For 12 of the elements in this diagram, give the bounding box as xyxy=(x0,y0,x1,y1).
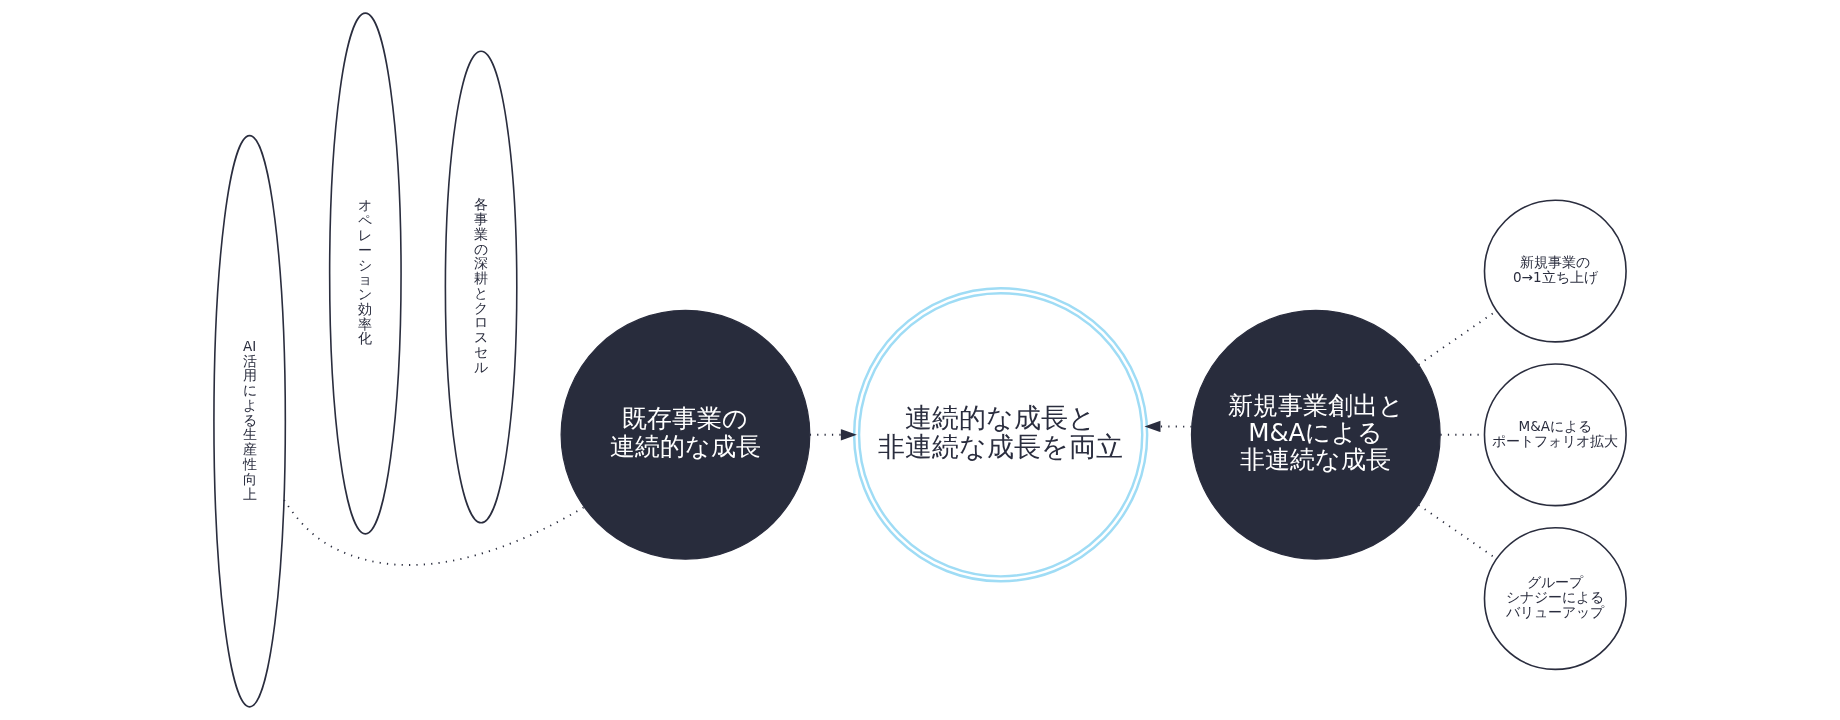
node-circle: 新規事業の0→1立ち上げ xyxy=(1483,199,1627,343)
node-circle: 連続的な成長と非連続な成長を両立 xyxy=(852,287,1149,583)
arrow xyxy=(1144,420,1193,433)
node-ellipse: 各事業の深耕とクロスセル xyxy=(444,50,518,524)
node-ellipse: オペレーション効率化 xyxy=(328,12,402,535)
node-circle: グループシナジーによるバリューアップ xyxy=(1483,526,1627,671)
node-ellipse: AI活用による生産性向上 xyxy=(213,134,287,708)
connector xyxy=(283,498,585,566)
arrow xyxy=(808,429,857,441)
node-circle: 既存事業の連続的な成長 xyxy=(560,309,811,560)
node-circle: 新規事業創出とM&Aによる非連続な成長 xyxy=(1190,309,1441,560)
node-circle: M&Aによるポートフォリオ拡大 xyxy=(1483,363,1627,507)
